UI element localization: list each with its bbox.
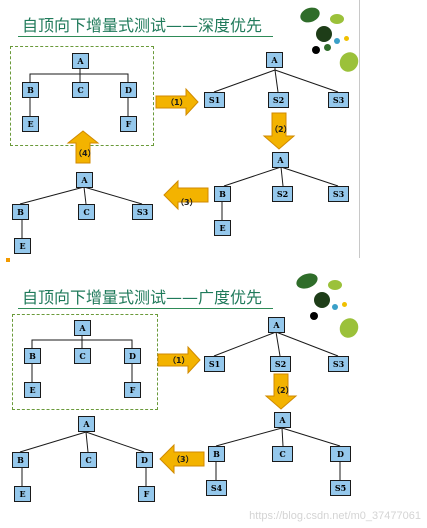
title-underline [18, 36, 273, 37]
node-f: F [124, 382, 141, 398]
breadth-first-panel: 自顶向下增量式测试——广度优先 （1） （2） （3） A B [0, 268, 362, 526]
watermark-url: https://blog.csdn.net/m0_37477061 [249, 510, 421, 522]
node-c: C [78, 204, 95, 220]
node-e: E [24, 382, 41, 398]
stub-s2: S2 [268, 92, 289, 108]
leaf-decoration [316, 26, 332, 42]
leaf-decoration [334, 38, 340, 44]
leaf-decoration [342, 302, 347, 307]
step-arrows [157, 345, 298, 475]
leaf-decoration [314, 292, 330, 308]
node-d: D [330, 446, 351, 462]
step-1-label: （1） [166, 98, 188, 107]
title-underline [18, 308, 273, 309]
node-b: B [208, 446, 225, 462]
leaf-decoration [312, 46, 320, 54]
node-b: B [22, 82, 39, 98]
node-e: E [22, 116, 39, 132]
leaf-decoration [332, 304, 338, 310]
step-3-label: （3） [172, 455, 194, 464]
depth-first-title: 自顶向下增量式测试——深度优先 [22, 16, 263, 35]
node-e: E [214, 220, 231, 236]
node-e: E [14, 486, 31, 502]
node-e: E [14, 238, 31, 254]
step-4-label: （4） [74, 149, 96, 158]
step-1-label: （1） [168, 356, 190, 365]
node-c: C [72, 82, 89, 98]
node-a: A [76, 172, 93, 188]
depth-first-panel: 自顶向下增量式测试——深度优先 （1） （2） [0, 0, 362, 258]
step-2-label: （2） [270, 125, 292, 134]
node-a: A [268, 317, 285, 333]
step-2-label: （2） [272, 386, 294, 395]
node-b: B [12, 452, 29, 468]
tree-edges [19, 331, 341, 486]
stub-s3: S3 [328, 186, 349, 202]
right-margin-line [359, 0, 360, 258]
step-3-label: （3） [176, 198, 198, 207]
leaf-decoration [328, 280, 342, 290]
stub-s2: S2 [270, 356, 291, 372]
node-a: A [78, 416, 95, 432]
leaf-decoration [324, 44, 331, 51]
node-c: C [74, 348, 91, 364]
stub-s1: S1 [204, 356, 225, 372]
node-b: B [24, 348, 41, 364]
step-arrows [66, 87, 296, 211]
leaf-decoration [310, 312, 318, 320]
node-a: A [72, 53, 89, 69]
node-d: D [124, 348, 141, 364]
leaf-decoration [330, 14, 344, 24]
node-a: A [272, 152, 289, 168]
leaf-decoration [344, 36, 349, 41]
bullet-mark [6, 258, 10, 262]
node-c: C [272, 446, 293, 462]
node-b: B [214, 186, 231, 202]
node-d: D [120, 82, 137, 98]
stub-s3: S3 [328, 92, 349, 108]
breadth-first-title: 自顶向下增量式测试——广度优先 [22, 288, 263, 307]
stub-s3: S3 [328, 356, 349, 372]
node-a: A [266, 52, 283, 68]
node-d: D [136, 452, 153, 468]
tree-edges [19, 67, 339, 238]
node-b: B [12, 204, 29, 220]
node-f: F [120, 116, 137, 132]
node-a: A [274, 412, 291, 428]
node-f: F [138, 486, 155, 502]
stub-s5: S5 [330, 480, 351, 496]
stub-s1: S1 [204, 92, 225, 108]
node-a: A [74, 320, 91, 336]
node-c: C [80, 452, 97, 468]
stub-s3: S3 [132, 204, 153, 220]
stub-s4: S4 [206, 480, 227, 496]
stub-s2: S2 [272, 186, 293, 202]
